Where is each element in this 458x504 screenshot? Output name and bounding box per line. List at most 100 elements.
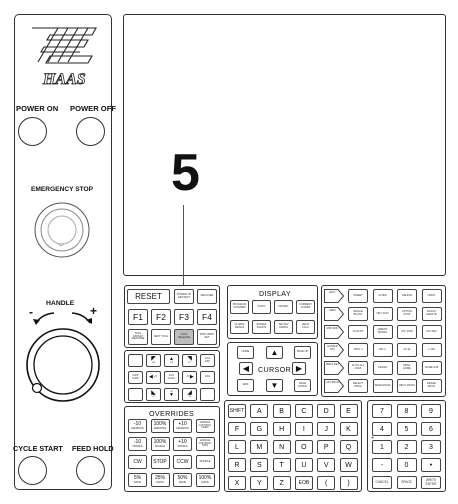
override-key[interactable]: 100%SPINDLE xyxy=(150,437,170,451)
alpha-key[interactable]: X xyxy=(228,476,246,490)
numpad-key[interactable]: - xyxy=(372,458,392,472)
alpha-key[interactable]: ) xyxy=(339,476,358,490)
alpha-key[interactable]: O xyxy=(294,440,313,454)
mode-grid-key[interactable]: SINGL HOME xyxy=(397,361,417,375)
alpha-key[interactable]: H xyxy=(272,422,291,436)
cursor-right-key[interactable]: ▶ xyxy=(292,362,306,375)
display-key-alarm[interactable]: ALARM/ MESGS xyxy=(230,320,249,334)
power-on-button[interactable] xyxy=(18,117,47,146)
numpad-bottom-key[interactable]: WRITE ENTER xyxy=(421,476,441,489)
jog-key-r2-2[interactable]: ◀+X xyxy=(146,371,161,384)
mode-grid-key[interactable]: OPTION STOP xyxy=(397,307,417,321)
override-key[interactable]: CW xyxy=(128,455,147,469)
jog-key-r1-4[interactable]: ◥+Y xyxy=(182,354,197,367)
alpha-key[interactable]: T xyxy=(272,458,291,472)
numpad-key[interactable]: 5 xyxy=(396,422,417,436)
alpha-key[interactable]: Q xyxy=(339,440,358,454)
display-key-param[interactable]: PARAM/ DGNOS xyxy=(252,320,271,334)
override-key[interactable]: STOP xyxy=(150,455,170,469)
page-up-key[interactable]: PAGE UP xyxy=(294,346,311,359)
mode-grid-key[interactable]: COOLNT xyxy=(348,325,368,339)
override-key[interactable]: HANDLE CONTROL SPIN xyxy=(195,437,215,451)
alpha-key[interactable]: N xyxy=(272,440,291,454)
alpha-key[interactable]: L xyxy=(228,440,246,454)
jog-key-r2-4[interactable]: -X▶ xyxy=(182,371,197,384)
jog-key-r1-2[interactable]: ◤+A xyxy=(146,354,161,367)
mode-grid-key[interactable]: DELETE xyxy=(397,289,417,303)
mode-grid-key[interactable]: ORIENT SPINDL xyxy=(372,325,393,339)
alpha-key[interactable]: P xyxy=(317,440,336,454)
f2-key[interactable]: F2 xyxy=(151,309,171,325)
mode-key-mdi-dnc[interactable]: MDI/ DNC xyxy=(324,325,345,339)
jog-key-r2-1[interactable]: CHIP FWD xyxy=(128,371,143,384)
cursor-down-key[interactable]: ▼ xyxy=(266,379,283,392)
jog-key-r1-3[interactable]: ▲+Z xyxy=(164,354,179,367)
numpad-bottom-key[interactable]: CANCEL xyxy=(372,476,392,489)
home-key[interactable]: HOME xyxy=(237,346,254,359)
tool-release-key[interactable]: TOOL RELEASE xyxy=(174,329,194,345)
alpha-key[interactable]: S xyxy=(250,458,269,472)
mode-grid-key[interactable]: AUTO ALL AXES xyxy=(348,361,368,375)
alpha-key[interactable]: E xyxy=(339,404,358,418)
mode-key-list-prog[interactable]: LIST PROG xyxy=(324,379,345,393)
jog-key-r3-5[interactable] xyxy=(200,388,215,401)
override-key[interactable]: 100%RAPID xyxy=(195,473,215,487)
override-key[interactable]: 5%RAPID xyxy=(128,473,147,487)
jog-key-r2-5[interactable]: JOG xyxy=(200,371,215,384)
power-off-button[interactable] xyxy=(76,117,105,146)
numpad-key[interactable]: 3 xyxy=(421,440,441,454)
jog-key-r2-3[interactable]: JOG LOCK xyxy=(164,371,179,384)
feed-hold-button[interactable] xyxy=(76,456,105,485)
recover-button[interactable]: RECOVER xyxy=(197,289,217,304)
alpha-key[interactable]: Z xyxy=(272,476,291,490)
mode-key-edit[interactable]: EDIT xyxy=(324,289,345,303)
alpha-key[interactable]: EOB xyxy=(294,476,313,490)
page-down-key[interactable]: PAGE DOWN xyxy=(294,379,311,392)
jog-key-r1-5[interactable]: JOG OFF xyxy=(200,354,215,367)
mode-grid-key[interactable]: ORIGIN xyxy=(372,361,393,375)
mode-grid-key[interactable]: ATC REV xyxy=(421,325,442,339)
mode-grid-key[interactable]: .1 100. xyxy=(421,343,442,357)
override-key[interactable]: 100%FEEDRATE xyxy=(150,419,170,433)
mode-key-mem[interactable]: MEM xyxy=(324,307,345,321)
display-key-setng[interactable]: SETNG/ GRAPH xyxy=(274,320,293,334)
numpad-key[interactable]: 7 xyxy=(372,404,392,418)
emergency-stop-button[interactable] xyxy=(34,202,90,258)
mode-grid-key[interactable]: ATC FWD xyxy=(397,325,417,339)
mode-grid-key[interactable]: HOME G28 xyxy=(421,361,442,375)
mode-grid-key[interactable]: DRY RUN xyxy=(372,307,393,321)
next-tool-key[interactable]: NEXT TOOL xyxy=(151,329,171,345)
alpha-key[interactable]: I xyxy=(294,422,313,436)
override-key[interactable]: SPINDLE xyxy=(195,455,215,469)
alpha-key[interactable]: V xyxy=(317,458,336,472)
numpad-key[interactable]: 0 xyxy=(396,458,417,472)
cycle-start-button[interactable] xyxy=(18,456,47,485)
f3-key[interactable]: F3 xyxy=(174,309,194,325)
mode-grid-key[interactable]: UNDO xyxy=(421,289,442,303)
numpad-key[interactable]: 6 xyxy=(421,422,441,436)
tool-offset-measure-key[interactable]: TOOL OFFSET MEASURE xyxy=(128,329,148,345)
override-key[interactable]: HANDLE CONTROL FEED xyxy=(195,419,215,433)
alpha-key[interactable]: K xyxy=(339,422,358,436)
mode-key-handle-jog[interactable]: HANDLE JOG xyxy=(324,343,345,357)
alpha-key[interactable]: B xyxy=(272,404,291,418)
override-key[interactable]: CCW xyxy=(173,455,192,469)
jog-key-r3-4[interactable]: ◢-A xyxy=(182,388,197,401)
part-zero-set-key[interactable]: PART ZERO SET xyxy=(197,329,217,345)
mode-grid-key[interactable]: ERASE PROG xyxy=(421,379,442,393)
alpha-key[interactable]: D xyxy=(317,404,336,418)
jog-key-r3-1[interactable] xyxy=(128,388,143,401)
numpad-key[interactable]: • xyxy=(421,458,441,472)
override-key[interactable]: 25%RAPID xyxy=(150,473,170,487)
alpha-key[interactable]: R xyxy=(228,458,246,472)
mode-grid-key[interactable]: SEND RS232 xyxy=(372,379,393,393)
mode-grid-key[interactable]: SINGLE BLOCK xyxy=(348,307,368,321)
alpha-key[interactable]: SHIFT xyxy=(228,404,246,418)
mode-grid-key[interactable]: BLOCK DELETE xyxy=(421,307,442,321)
reset-button[interactable]: RESET xyxy=(127,289,170,304)
mode-grid-key[interactable]: ALTER xyxy=(372,289,393,303)
alpha-key[interactable]: U xyxy=(294,458,313,472)
